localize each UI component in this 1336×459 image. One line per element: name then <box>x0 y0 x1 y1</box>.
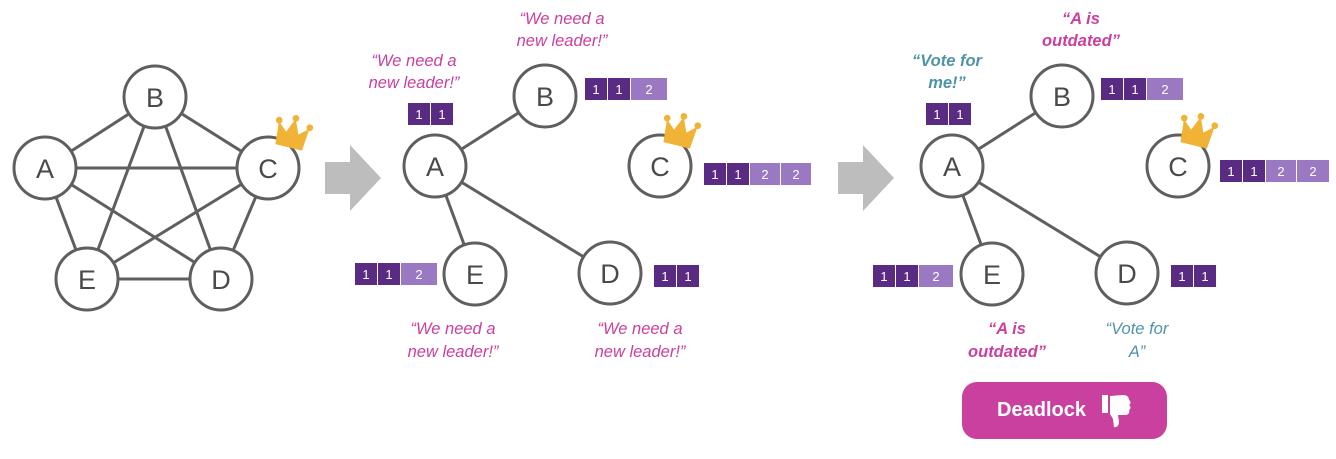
log-entry: 1 <box>711 167 718 182</box>
node-a: A <box>919 133 985 199</box>
quote-d-line-1: “Vote for <box>1106 320 1170 338</box>
quote-a-line-1: “Vote for <box>912 52 984 70</box>
log-entry: 1 <box>933 107 940 122</box>
quote-a-line-2: new leader!” <box>369 74 461 92</box>
node-label: D <box>1117 259 1137 289</box>
quote-e-line-1: “A is <box>988 320 1026 338</box>
quote-b-line-1: “A is <box>1062 10 1100 28</box>
panel-3-election-deadlock: A B C E D 1 1 1 1 <box>873 10 1329 361</box>
quote-a-line-2: me!” <box>928 74 966 92</box>
thumbs-down-icon <box>1101 394 1131 427</box>
log-entry: 1 <box>438 107 445 122</box>
deadlock-label: Deadlock <box>997 399 1086 421</box>
node-label: D <box>600 259 620 289</box>
node-label: D <box>211 265 231 295</box>
node-label: C <box>650 152 670 182</box>
quote-b-line-2: outdated” <box>1042 32 1121 50</box>
log-entry: 1 <box>592 82 599 97</box>
node-b: B <box>122 64 188 130</box>
node-e: E <box>959 241 1025 307</box>
log-entry: 2 <box>1277 164 1284 179</box>
log-entry: 2 <box>415 267 422 282</box>
quote-b-line-2: new leader!” <box>517 32 609 50</box>
log-entry: 1 <box>880 269 887 284</box>
node-label: E <box>466 260 484 290</box>
node-a: A <box>12 135 78 201</box>
quote-d-line-1: “We need a <box>598 320 683 338</box>
quote-e-line-2: new leader!” <box>408 343 500 361</box>
node-b: B <box>512 63 578 129</box>
log-entry: 1 <box>1250 164 1257 179</box>
log-entry: 1 <box>661 269 668 284</box>
log-c: 1 1 2 2 <box>1220 160 1329 182</box>
log-a: 1 1 <box>408 103 453 125</box>
node-label: E <box>983 260 1001 290</box>
log-entry: 1 <box>1108 82 1115 97</box>
node-label: C <box>258 154 278 184</box>
log-entry: 1 <box>1131 82 1138 97</box>
transition-arrow-icon <box>838 145 894 211</box>
edge-a-d <box>434 164 611 275</box>
log-entry: 1 <box>684 269 691 284</box>
panel-2-partition: A B C E D 1 1 1 1 <box>355 10 811 361</box>
log-entry: 2 <box>792 167 799 182</box>
node-label: B <box>146 83 164 113</box>
quote-b-line-1: “We need a <box>520 10 605 28</box>
quote-e-line-2: outdated” <box>968 343 1047 361</box>
quote-e-line-1: “We need a <box>411 320 496 338</box>
log-entry: 2 <box>761 167 768 182</box>
log-entry: 1 <box>385 267 392 282</box>
node-c: C <box>1145 133 1211 199</box>
log-entry: 1 <box>903 269 910 284</box>
node-d: D <box>577 240 643 306</box>
log-entry: 1 <box>1201 269 1208 284</box>
log-entry: 1 <box>415 107 422 122</box>
edge-a-d <box>951 164 1128 275</box>
edge-c-e <box>86 166 269 281</box>
node-b: B <box>1029 63 1095 129</box>
log-c: 1 1 2 2 <box>704 163 811 185</box>
node-label: E <box>78 265 96 295</box>
log-entry: 1 <box>615 82 622 97</box>
quotes-panel-2: “We need a new leader!” “We need a new l… <box>369 10 687 361</box>
log-e: 1 1 2 <box>873 265 953 287</box>
node-label: A <box>426 152 444 182</box>
log-b: 1 1 2 <box>1101 78 1183 100</box>
quote-d-line-2: A” <box>1128 343 1147 361</box>
node-label: A <box>943 152 961 182</box>
node-e: E <box>442 241 508 307</box>
node-d: D <box>1094 240 1160 306</box>
node-c: C <box>627 133 693 199</box>
log-entry: 2 <box>1161 82 1168 97</box>
log-entry: 1 <box>1178 269 1185 284</box>
transition-arrow-icon <box>325 145 381 211</box>
log-entry: 1 <box>362 267 369 282</box>
node-label: B <box>1053 82 1071 112</box>
node-label: C <box>1168 152 1188 182</box>
node-e: E <box>54 246 120 312</box>
log-entry: 1 <box>956 107 963 122</box>
node-d: D <box>188 246 254 312</box>
log-entry: 2 <box>645 82 652 97</box>
deadlock-button[interactable]: Deadlock <box>962 382 1167 439</box>
log-entry: 2 <box>932 269 939 284</box>
edge-a-d <box>44 166 222 281</box>
log-b: 1 1 2 <box>585 78 667 100</box>
quote-d-line-2: new leader!” <box>595 343 687 361</box>
log-entry: 1 <box>734 167 741 182</box>
log-e: 1 1 2 <box>355 263 437 285</box>
quote-a-line-1: “We need a <box>372 52 457 70</box>
node-label: A <box>36 154 54 184</box>
log-a: 1 1 <box>926 103 971 125</box>
log-d: 1 1 <box>1171 265 1216 287</box>
node-c: C <box>235 135 301 201</box>
log-entry: 1 <box>1227 164 1234 179</box>
log-d: 1 1 <box>654 265 699 287</box>
node-a: A <box>402 133 468 199</box>
node-label: B <box>536 82 554 112</box>
log-entry: 2 <box>1309 164 1316 179</box>
panel-1-full-cluster: B A C E D <box>12 64 316 312</box>
